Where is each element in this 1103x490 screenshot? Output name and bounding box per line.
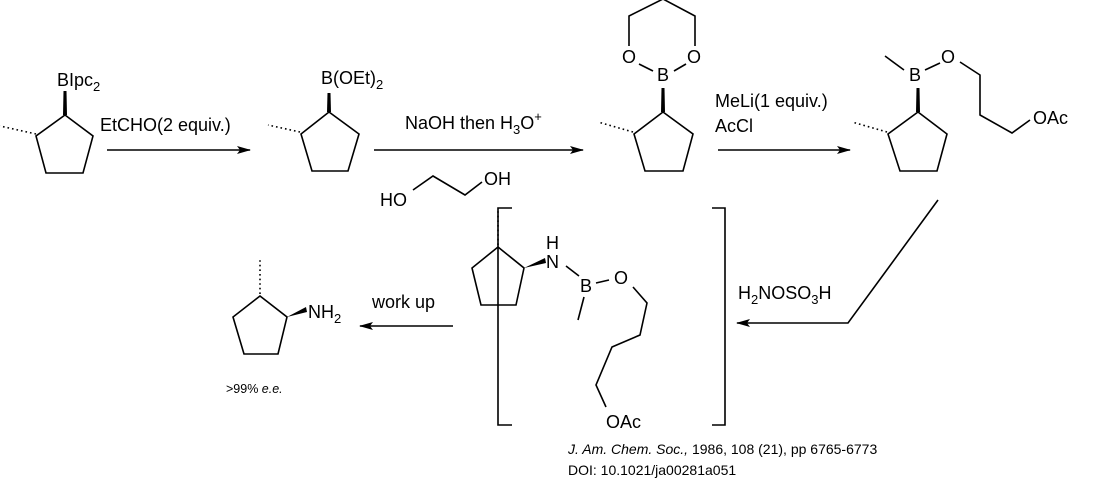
workup-label: work up (371, 292, 435, 312)
svg-text:B: B (909, 65, 921, 85)
svg-text:B(OEt)2: B(OEt)2 (321, 68, 383, 92)
reaction-arrow-1: EtCHO(2 equiv.) (100, 115, 251, 154)
svg-text:OAc: OAc (1033, 108, 1068, 128)
compound-borinate: B O OAc (851, 47, 1068, 172)
svg-text:OAc: OAc (606, 412, 641, 432)
reaction-arrow-3: MeLi(1 equiv.) AcCl (715, 91, 851, 154)
svg-text:H: H (546, 233, 559, 253)
svg-text:O: O (687, 47, 701, 67)
reagent-hydroxylamine-sulfonic-acid: H2NOSO3H (738, 283, 831, 307)
svg-text:N: N (546, 252, 559, 272)
svg-text:OH: OH (484, 169, 511, 189)
doi: DOI: 10.1021/ja00281a051 (568, 462, 736, 478)
svg-text:BIpc2: BIpc2 (57, 70, 100, 94)
svg-text:B: B (657, 65, 669, 85)
compound-dioxaborinane: O B O (597, 0, 701, 172)
compound-boronate: B(OEt)2 (267, 68, 383, 172)
intermediate-bracketed: H N B O OAc (471, 207, 726, 432)
compound-product-amine: NH2 >99% e.e. (226, 258, 341, 396)
compound-start: BIpc2 (0, 70, 100, 174)
svg-text:J. Am. Chem. Soc., 1986, 108 (: J. Am. Chem. Soc., 1986, 108 (21), pp 67… (567, 441, 877, 457)
reagent-etcho: EtCHO(2 equiv.) (100, 115, 231, 135)
reagent-accl: AcCl (715, 116, 753, 136)
svg-text:HO: HO (380, 190, 407, 210)
enantiomeric-excess: >99% e.e. (226, 382, 283, 396)
svg-text:O: O (614, 268, 628, 288)
reaction-arrow-2: NaOH then H3O+ HO OH (374, 109, 584, 210)
svg-text:O: O (941, 47, 955, 67)
svg-text:O: O (622, 47, 636, 67)
reagent-naoh: NaOH then H3O+ (405, 109, 542, 137)
citation: J. Am. Chem. Soc., 1986, 108 (21), pp 67… (567, 441, 877, 478)
svg-text:B: B (580, 276, 592, 296)
ethylene-glycol: HO OH (380, 169, 511, 210)
reagent-meli: MeLi(1 equiv.) (715, 91, 828, 111)
svg-text:NH2: NH2 (308, 302, 341, 326)
reaction-arrow-5: work up (359, 292, 453, 330)
reaction-arrow-4: H2NOSO3H (736, 199, 939, 327)
